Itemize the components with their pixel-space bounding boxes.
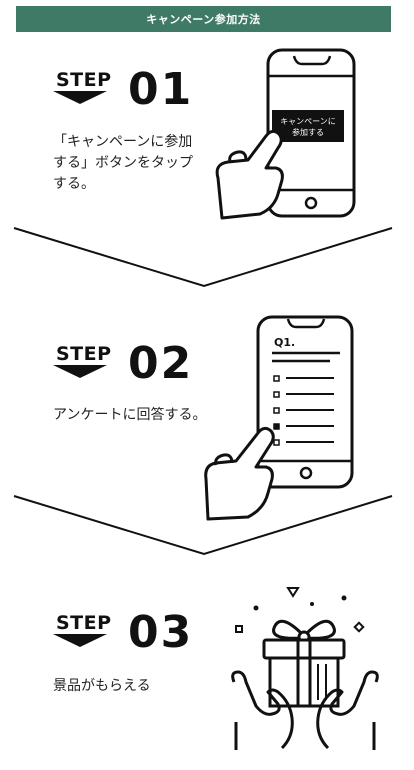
survey-question-title: Q1. [274,336,296,349]
step-3-text: 景品がもらえる [53,678,151,694]
survey-phone-icon [200,315,360,521]
phone-campaign-button: キャンペーンに 参加する [280,117,336,137]
header-title: キャンペーン参加方法 [146,13,261,26]
page-header: キャンペーン参加方法 [16,6,391,32]
step-2-number: 02 [128,338,194,389]
step-3-label: STEP [56,612,112,634]
step-1-label: STEP [56,69,112,91]
step-2-text: アンケートに回答する。 [53,407,207,423]
step-1-number: 01 [128,64,194,115]
step-3-number: 03 [128,607,194,658]
step-2-arrow-icon [53,365,107,378]
chevron-down-separator [0,494,414,558]
hand-tap-phone-icon [210,48,360,220]
chevron-down-separator [0,226,414,290]
step-1-text: 「キャンペーンに参加 する」ボタンをタップ する。 [53,134,193,192]
gift-hands-icon [226,582,386,752]
step-2-label: STEP [56,343,112,365]
step-1-arrow-icon [53,91,107,104]
step-3-arrow-icon [53,634,107,647]
